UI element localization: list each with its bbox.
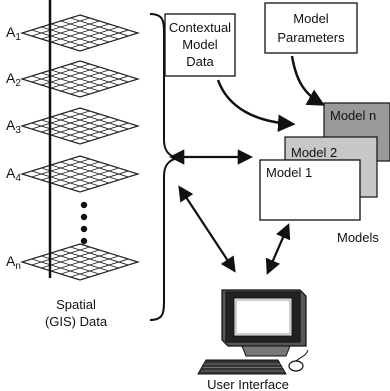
layer-labels: A1 A2 A3 A4 An [6,24,21,272]
svg-text:Data: Data [186,54,214,69]
models-label: Models [337,230,379,245]
model-cards: Model n Model 2 Model 1 [259,102,390,221]
gis-layer-grid [19,14,141,52]
svg-text:Model 1: Model 1 [266,165,312,180]
svg-text:Spatial: Spatial [56,297,96,312]
arrow-gis-user-interface [178,185,236,273]
model-card-1: Model 1 [259,159,361,221]
layer-label-n: An [6,253,21,272]
spatial-data-label: Spatial (GIS) Data [45,297,108,329]
ellipsis-dots [80,201,88,245]
svg-text:Parameters: Parameters [277,30,345,45]
gis-layer-grid [19,243,141,281]
model-parameters-box: Model Parameters [264,2,358,54]
svg-text:Model n: Model n [330,108,376,123]
layer-label-2: A2 [6,70,21,89]
gis-layer-grid [19,107,141,145]
svg-text:Model: Model [182,37,218,52]
gis-layer-grid [19,60,141,98]
user-interface-label: User Interface [207,377,289,391]
svg-text:Model: Model [293,11,329,26]
arrow-contextual-to-models [216,79,296,132]
svg-text:(GIS) Data: (GIS) Data [45,314,108,329]
arrow-models-user-interface [265,223,291,275]
layer-label-1: A1 [6,24,21,43]
svg-text:Contextual: Contextual [169,20,231,35]
svg-text:Model 2: Model 2 [291,145,337,160]
gis-layer-stack [19,14,141,281]
computer-icon [197,289,309,375]
gis-layer-grid [19,155,141,193]
arrow-parameters-to-models [290,55,326,106]
layer-label-3: A3 [6,117,21,136]
layer-label-4: A4 [6,165,21,184]
contextual-model-data-box: Contextual Model Data [164,13,236,77]
